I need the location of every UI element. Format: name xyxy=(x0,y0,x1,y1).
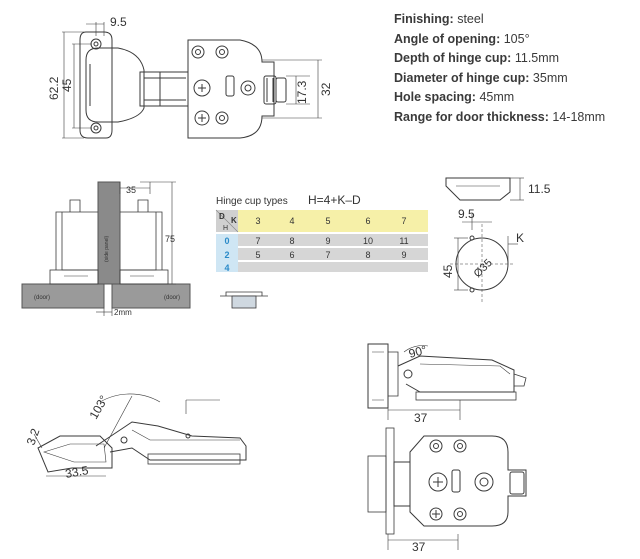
label-door-left: (door) xyxy=(34,295,50,301)
table-k-header: 4 xyxy=(289,216,294,226)
spec-angle: Angle of opening: 105° xyxy=(394,30,640,50)
dim-103: 103° xyxy=(86,393,111,422)
dim-75: 75 xyxy=(165,234,175,244)
table-h-cell: 8 xyxy=(365,250,370,260)
top-view-drawing xyxy=(62,22,322,139)
corner-d: D xyxy=(219,212,225,221)
spec-thickness: Range for door thickness: 14-18mm xyxy=(394,108,640,128)
table-title: Hinge cup types xyxy=(216,196,288,207)
spec-spacing: Hole spacing: 45mm xyxy=(394,88,640,108)
spec-depth: Depth of hinge cup: 11.5mm xyxy=(394,49,640,69)
dim-45: 45 xyxy=(60,78,74,92)
table-cells: 3 4 5 6 7 0 7 8 9 10 11 2 5 6 7 8 9 4 xyxy=(224,216,408,273)
dim-9-5: 9.5 xyxy=(110,15,127,29)
cup-table xyxy=(215,209,428,272)
table-h-cell: 5 xyxy=(255,250,260,260)
spec-list: Finishing: steel Angle of opening: 105° … xyxy=(394,10,640,127)
table-k-header: 5 xyxy=(325,216,330,226)
spec-value: steel xyxy=(457,12,484,26)
label-side-panel: (side panel) xyxy=(104,236,110,262)
dim-90: 90° xyxy=(407,343,428,361)
side-view-90-drawing xyxy=(367,343,527,420)
dim-45-cup: 45 xyxy=(441,264,455,278)
table-h-cell: 6 xyxy=(289,250,294,260)
front-view-drawing xyxy=(367,427,527,550)
table-d-cell: 2 xyxy=(224,250,229,260)
dim-33-5: 33.5 xyxy=(64,463,90,481)
label-door-right: (door) xyxy=(164,295,180,301)
table-row-2 xyxy=(238,248,428,260)
dim-dia-35: Ø35 xyxy=(472,257,495,280)
table-row-0 xyxy=(238,234,428,246)
table-h-cell: 9 xyxy=(325,236,330,246)
spec-diameter: Diameter of hinge cup: 35mm xyxy=(394,69,640,89)
dim-2mm: 2mm xyxy=(114,308,132,317)
table-d-cell: 0 xyxy=(224,236,229,246)
spec-key: Diameter of hinge cup: xyxy=(394,70,530,85)
table-d-cell: 4 xyxy=(224,263,229,273)
dim-k: K xyxy=(516,231,524,245)
table-k-header: 6 xyxy=(365,216,370,226)
spec-value: 105° xyxy=(503,31,530,46)
dim-32: 32 xyxy=(319,82,333,96)
cup-detail-drawing xyxy=(445,177,524,304)
spec-key: Finishing: xyxy=(394,12,454,26)
table-k-header: 7 xyxy=(401,216,406,226)
corner-h: H xyxy=(223,225,228,232)
table-h-cell: 9 xyxy=(401,250,406,260)
dim-11-5: 11.5 xyxy=(528,182,551,196)
spec-value: 14-18mm xyxy=(552,109,606,124)
spec-value: 45mm xyxy=(479,90,515,104)
spec-finishing: Finishing: steel xyxy=(394,10,640,30)
dim-35: 35 xyxy=(126,185,136,195)
spec-key: Range for door thickness: xyxy=(394,109,549,124)
section-view-drawing xyxy=(21,181,191,316)
corner-k: K xyxy=(231,216,237,225)
table-header-row xyxy=(216,210,428,232)
table-row-4 xyxy=(238,262,428,272)
table-k-header: 3 xyxy=(255,216,260,226)
dim-9-5-cup: 9.5 xyxy=(458,207,475,221)
table-d-column xyxy=(216,234,238,272)
table-h-cell: 7 xyxy=(255,236,260,246)
dim-37-bottom: 37 xyxy=(412,540,426,554)
table-h-cell: 7 xyxy=(325,250,330,260)
table-h-cell: 8 xyxy=(289,236,294,246)
table-formula: H=4+K–D xyxy=(308,193,361,207)
spec-key: Hole spacing: xyxy=(394,90,476,104)
spec-key: Angle of opening: xyxy=(394,31,501,46)
dim-62-2: 62.2 xyxy=(47,76,61,100)
table-h-cell: 10 xyxy=(363,236,373,246)
spec-value: 35mm xyxy=(532,70,568,85)
table-h-cell: 11 xyxy=(399,236,408,246)
dim-3-2: 3.2 xyxy=(24,426,43,447)
cup-profile-icon xyxy=(220,291,268,309)
spec-key: Depth of hinge cup: xyxy=(394,51,512,65)
open-view-drawing xyxy=(33,393,247,477)
dim-17-3: 17.3 xyxy=(295,80,309,104)
spec-value: 11.5mm xyxy=(514,51,560,65)
dim-37-top: 37 xyxy=(414,411,428,425)
